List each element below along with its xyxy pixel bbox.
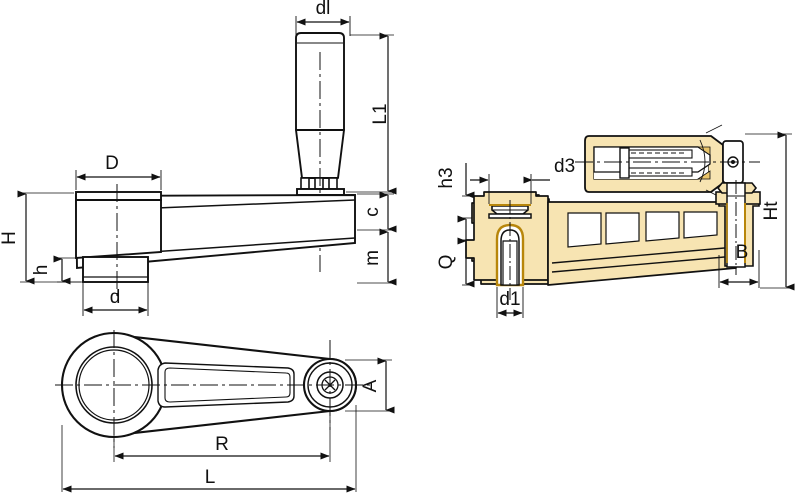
dimension-Ht: Ht (745, 131, 795, 291)
section-right-boss (715, 180, 761, 275)
section-arm-pockets (567, 211, 718, 248)
dimension-d: d (82, 283, 149, 316)
section-threaded-stud (619, 147, 693, 179)
dimension-L: L (61, 405, 357, 493)
dim-label-B: B (736, 242, 749, 263)
dimension-m: m (357, 228, 397, 286)
dimension-h3: h3 (436, 163, 475, 240)
dimension-c: c (357, 191, 397, 233)
dimension-d3: d3 (470, 156, 575, 204)
section-arm (547, 201, 737, 286)
dimension-d1: d1 (496, 287, 524, 318)
dimension-D: D (75, 153, 162, 190)
dim-label-L1: L1 (370, 103, 391, 124)
handle-knob (295, 32, 345, 272)
section-inner-bore (495, 200, 525, 300)
dim-label-D: D (105, 153, 119, 174)
dimension-R: R (113, 414, 331, 462)
view-plan: A R L (55, 330, 395, 493)
dimension-L1: L1 (346, 32, 397, 195)
hub-boss-upper (75, 191, 162, 260)
dim-label-Q: Q (436, 255, 457, 270)
hub-boss-lower (82, 256, 149, 283)
dim-label-h3: h3 (436, 167, 457, 188)
dimension-B: B (718, 242, 760, 288)
dim-label-H: H (0, 231, 20, 245)
dim-label-m: m (362, 250, 383, 266)
dimension-dl: dl (295, 0, 351, 36)
dim-label-d: d (110, 287, 121, 308)
view-front-elevation: dl L1 D H h (0, 0, 397, 316)
view-section: h3 d3 Q d1 B (436, 124, 795, 318)
dimension-H: H (0, 190, 83, 285)
dim-label-c: c (362, 207, 383, 217)
dim-label-h: h (31, 265, 52, 276)
dim-label-d1: d1 (499, 289, 520, 310)
dim-label-dl: dl (316, 0, 331, 19)
section-handle-knob (575, 124, 760, 199)
dim-label-R: R (215, 434, 229, 455)
dimension-h: h (31, 255, 81, 285)
dimension-Q: Q (436, 237, 475, 288)
section-crank-body (465, 180, 761, 300)
dim-label-L: L (205, 467, 216, 488)
dimension-A: A (345, 357, 395, 414)
dim-label-A: A (360, 379, 381, 392)
dim-label-Ht: Ht (761, 201, 782, 221)
plan-web-pocket (157, 362, 295, 408)
dim-label-d3: d3 (554, 156, 575, 177)
